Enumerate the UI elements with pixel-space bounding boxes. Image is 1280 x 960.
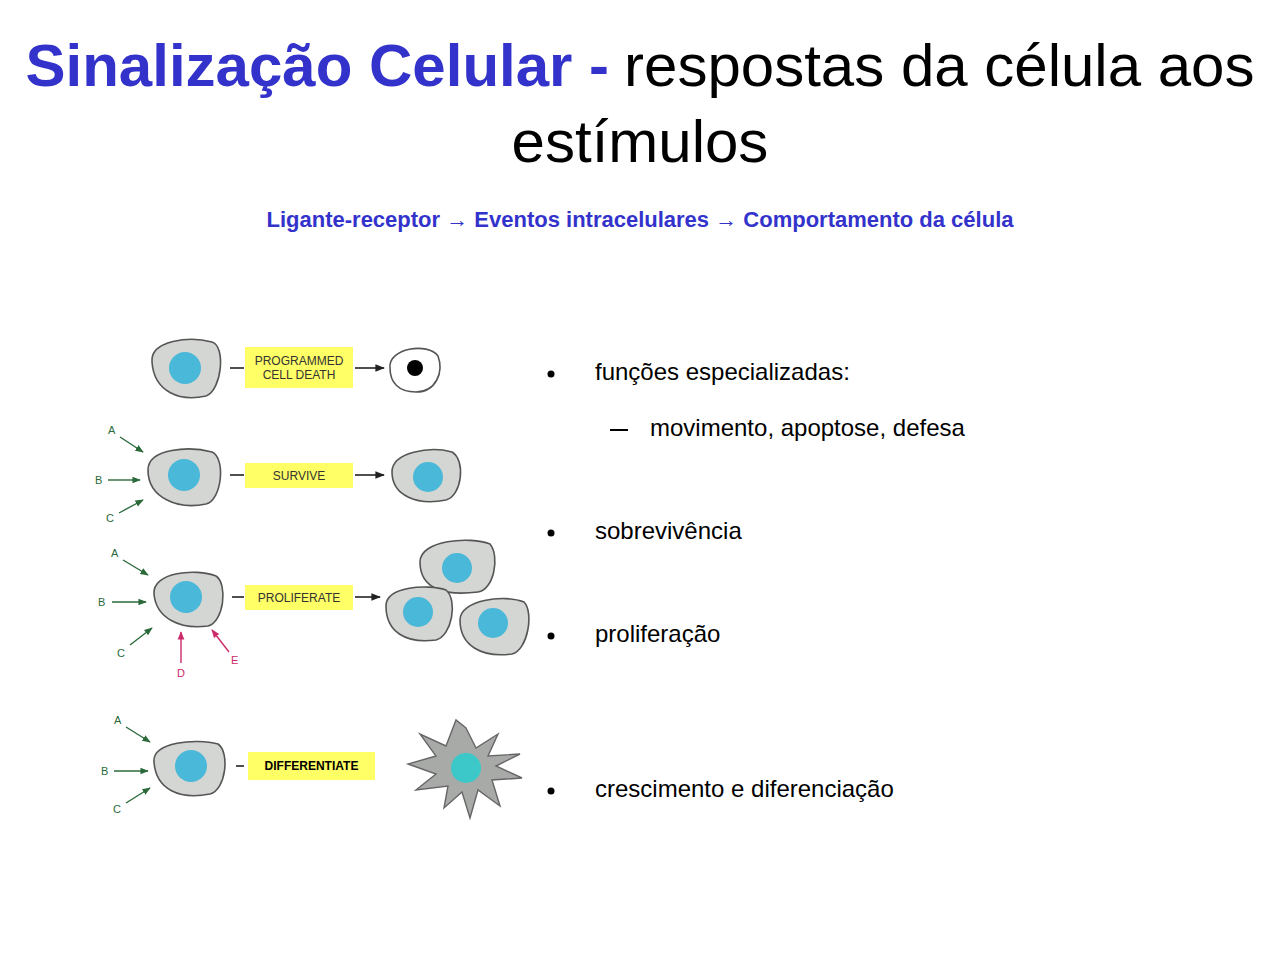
signal-letter: B [98,596,105,608]
label-box: PROGRAMMED CELL DEATH [245,347,353,388]
box-text: PROGRAMMED CELL DEATH [253,354,345,382]
box-text: PROLIFERATE [258,591,340,605]
slide-title: Sinalização Celular - [26,32,610,99]
signal-letter: A [108,424,115,436]
signal-letter: A [114,714,121,726]
slide-title-rest: respostas da célula aos estímulos [512,32,1255,175]
label-box: SURVIVE [245,463,353,488]
signal-letter: C [117,647,125,659]
box-text: DIFFERENTIATE [265,759,359,773]
subtitle: Ligante-receptor → Eventos intracelulare… [267,207,1014,233]
slide-heading: Sinalização Celular -respostas da célula… [0,28,1280,180]
bullet-text: proliferação [595,620,720,648]
signal-letter: C [113,803,121,815]
signal-letter: C [106,512,114,524]
box-text: SURVIVE [273,469,325,483]
signal-letter: D [177,667,185,679]
label-box: PROLIFERATE [245,585,353,610]
bullet-text: funções especializadas: [595,358,850,386]
signal-letter: B [95,474,102,486]
signal-letter: A [111,547,118,559]
signal-letter: B [101,765,108,777]
sub-bullet-text: movimento, apoptose, defesa [650,414,965,442]
bullet-text: crescimento e diferenciação [595,775,894,803]
bullet-text: sobrevivência [595,517,742,545]
label-box: DIFFERENTIATE [248,752,375,780]
signal-letter: E [231,654,238,666]
